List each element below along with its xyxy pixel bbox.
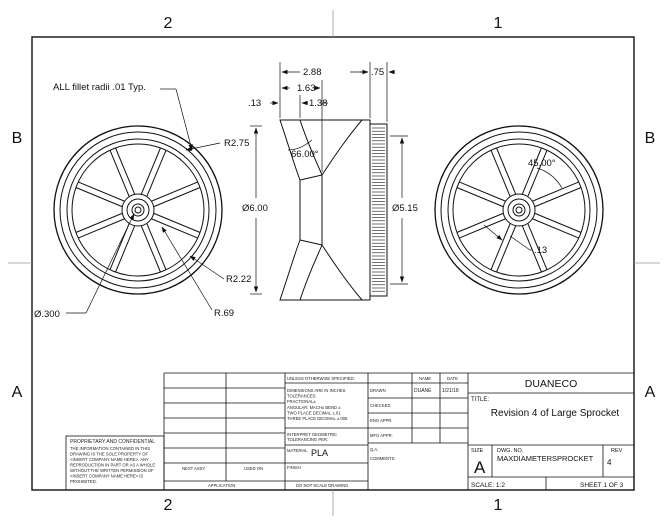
do-not-scale: DO NOT SCALE DRAWING [296,483,348,488]
dim-dia515: Ø5.15 [392,203,418,214]
proprietary-lines: THE INFORMATION CONTAINED IN THISDRAWING… [70,446,155,484]
dwg-no-label: DWG. NO. [497,448,524,454]
tolerance-line-3: ANGULAR: MACH± BEND ± [287,405,341,410]
application-label: APPLICATION [208,483,235,488]
title-label: TITLE: [471,397,489,403]
eng-appr-label: ENG APPR. [370,418,393,423]
zone-label-bottom-2: 2 [164,497,173,514]
proprietary-line-1: DRAWING IS THE SOLE PROPERTY OF [70,452,148,457]
fillet-note: ALL fillet radii .01 Typ. [53,82,146,93]
interpret-line-1: INTERPRET GEOMETRIC [287,432,337,437]
proprietary-line-4: WITHOUT THE WRITTEN PERMISSION OF [70,468,154,473]
dim-r222: R2.22 [226,274,251,285]
dim-075: .75 [371,67,384,78]
tolerance-line-0: DIMENSIONS ARE IN INCHES [287,388,346,393]
used-on-label: USED ON [244,466,263,471]
dim-dia600: Ø6.00 [242,203,268,214]
left-leaders [66,88,225,314]
dim-r275: R2.75 [224,138,249,149]
material-value: PLA [311,448,328,458]
side-view-sprocket [279,119,388,301]
drawn-label: DRAWN [370,388,386,393]
dim-138: 1.38 [309,98,328,109]
right-leaders [483,167,563,251]
rear-view-sprocket [434,125,604,295]
tolerance-line-2: FRACTIONAL± [287,399,317,404]
comments-label: COMMENTS: [370,456,396,461]
rev-label: REV [611,448,623,454]
tolerance-lines: DIMENSIONS ARE IN INCHESTOLERANCES:FRACT… [287,388,348,421]
dim-163: 1.63 [297,83,316,94]
sheet-label: SHEET 1 OF 3 [580,482,624,489]
dim-013-right: .13 [534,245,547,256]
checked-label: CHECKED [370,403,390,408]
unless-specified: UNLESS OTHERWISE SPECIFIED: [287,376,355,381]
dwg-no-value: MAXDIAMETERSPROCKET [497,454,594,463]
zone-label-right-a: A [645,384,656,401]
proprietary-title: PROPRIETARY AND CONFIDENTIAL [70,439,155,445]
proprietary-line-6: PROHIBITED. [70,479,97,484]
zone-label-right-b: B [645,130,656,147]
size-value: A [474,458,486,477]
drawn-date: 1/21/18 [442,388,459,394]
zone-label-top-1: 1 [494,15,503,32]
size-label: SIZE [471,448,484,454]
tolerance-line-1: TOLERANCES: [287,394,316,399]
next-assy-label: NEXT ASSY [182,466,205,471]
zone-label-left-a: A [12,384,23,401]
front-view-sprocket [53,125,223,295]
dim-angle-45: 45.00° [528,158,556,169]
proprietary-line-5: <INSERT COMPANY NAME HERE> IS [70,474,143,479]
proprietary-line-0: THE INFORMATION CONTAINED IN THIS [70,446,150,451]
proprietary-line-2: <INSERT COMPANY NAME HERE>. ANY [70,457,149,462]
inner-border [31,36,635,491]
dim-angle-66: 66.00° [291,149,319,160]
rev-value: 4 [607,458,612,467]
tolerance-line-5: THREE PLACE DECIMAL ±.005 [287,416,348,421]
date-header: DATE [447,376,458,381]
zone-label-left-b: B [12,130,23,147]
dim-288: 2.88 [303,67,322,78]
mfg-appr-label: MFG APPR. [370,433,393,438]
title-block-lines [65,372,634,491]
title-value: Revision 4 of Large Sprocket [491,408,620,419]
dim-r69: R.69 [214,308,234,319]
tolerance-line-4: TWO PLACE DECIMAL ±.01 [287,410,341,415]
interpret-line-2: TOLERANCING PER: [287,437,328,442]
material-label: MATERIAL [287,448,308,453]
zone-label-bottom-1: 1 [494,497,503,514]
side-dimension-lines [250,62,408,295]
proprietary-line-3: REPRODUCTION IN PART OR AS A WHOLE [70,463,155,468]
scale-label: SCALE: 1:2 [471,482,505,489]
zone-label-top-2: 2 [164,15,173,32]
dim-013-side: .13 [248,98,261,109]
name-header: NAME [419,376,431,381]
drawn-name: DUANE [414,388,432,394]
dim-dia300: Ø.300 [34,309,60,320]
qa-label: Q.A. [370,447,378,452]
zone-ticks [8,10,660,516]
company-name: DUANECO [525,378,578,390]
finish-label: FINISH [287,465,301,470]
